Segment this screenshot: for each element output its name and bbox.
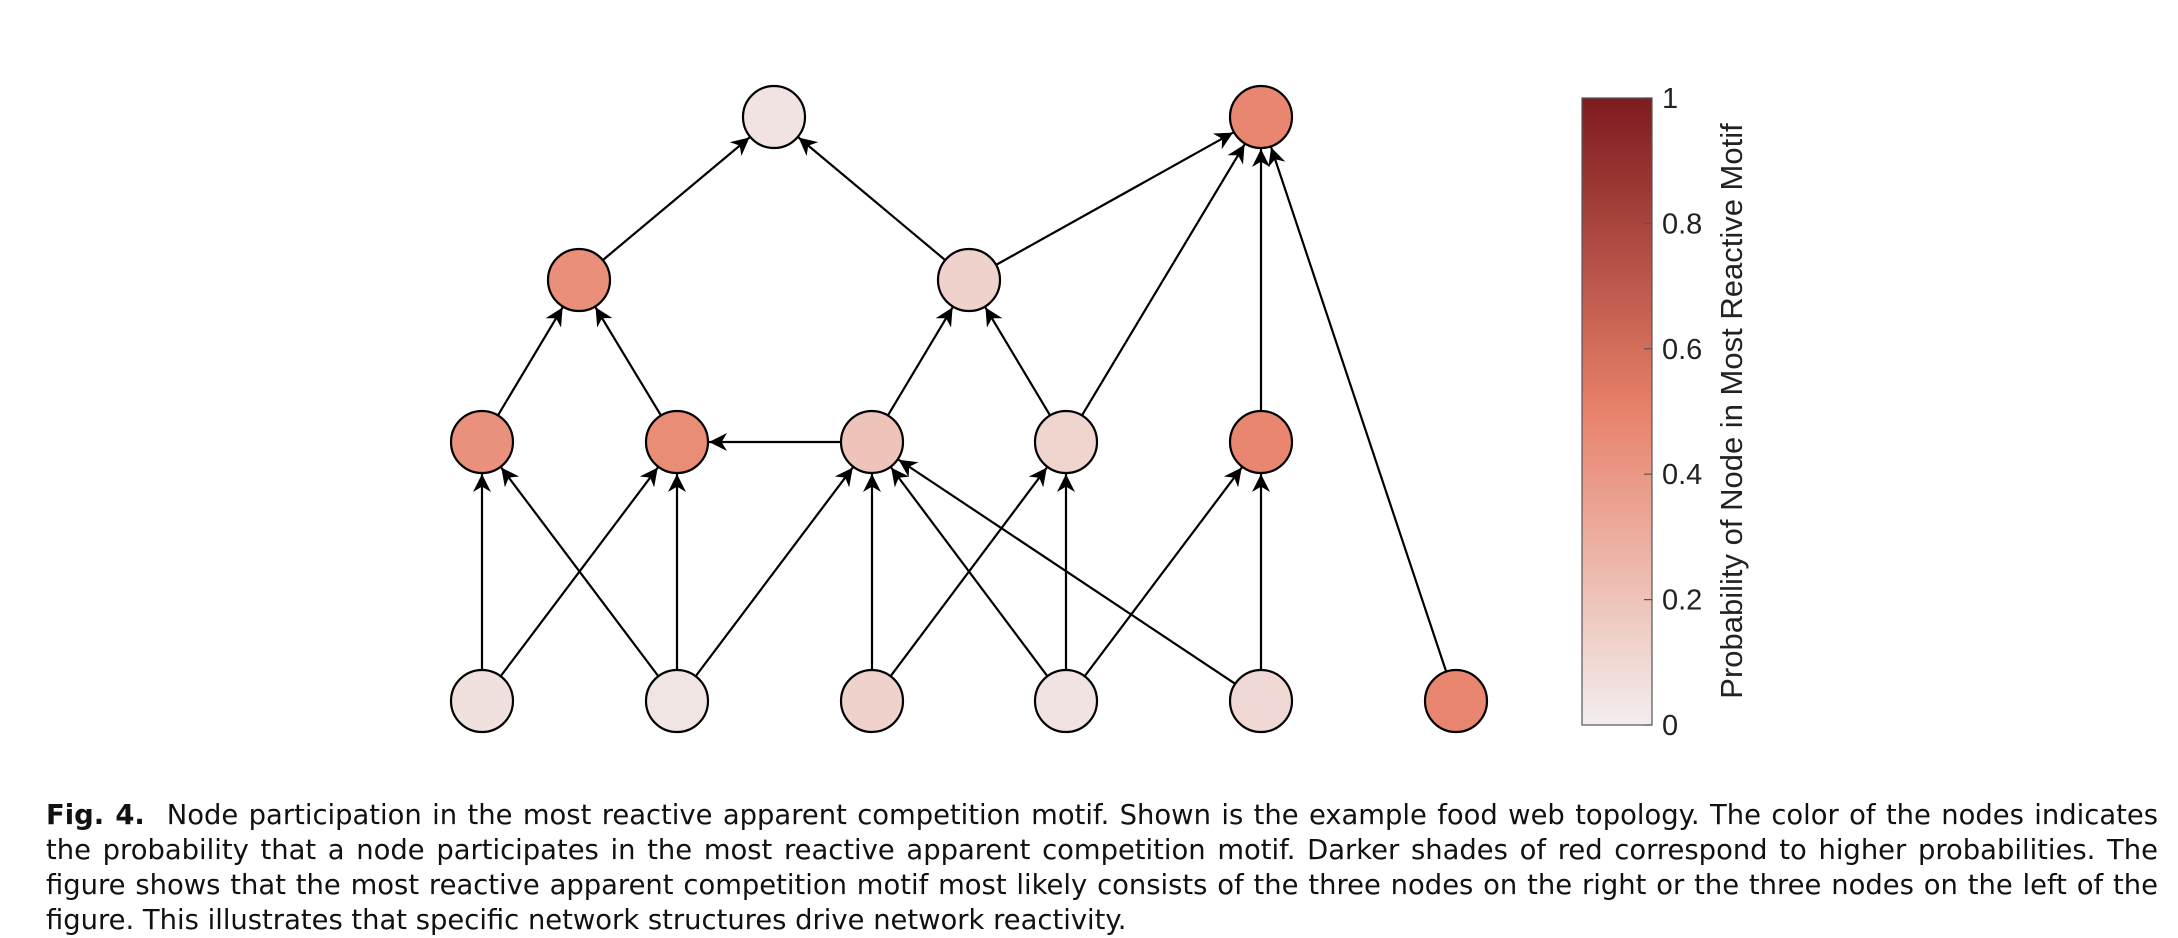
edge-l3d-to-l2c (890, 466, 1049, 677)
edge-l3b-to-l2c (694, 466, 854, 677)
node-l2c (839, 409, 905, 475)
node-l3c (839, 668, 905, 734)
node-l3b (644, 668, 710, 734)
colorbar-gradient (1581, 97, 1653, 726)
edge-l3d-to-l2e (1083, 466, 1243, 677)
node-l3a (449, 668, 515, 734)
colorbar-label: Probability of Node in Most Reactive Mot… (1714, 123, 1749, 699)
node-l0a (741, 84, 807, 150)
colorbar: 0 0.2 0.4 0.6 0.8 1 Probability of Node in Mo… (1581, 83, 1749, 742)
colorbar-tick-label: 1 (1662, 83, 1678, 115)
network-edges (473, 131, 1448, 685)
figure-caption: Fig. 4.Node participation in the most re… (46, 798, 2158, 938)
edge-l2c-to-l1b (886, 306, 954, 416)
colorbar-tick-label: 0.8 (1662, 208, 1702, 240)
node-l3d (1033, 668, 1099, 734)
network-nodes (449, 84, 1489, 734)
caption-text: Node participation in the most reactive … (46, 800, 2158, 936)
edge-l2d-to-l0b (1081, 143, 1246, 416)
colorbar-tick-label: 0.2 (1662, 585, 1702, 617)
node-l3f (1423, 668, 1489, 734)
edge-l1b-to-l0a (797, 136, 946, 261)
edge-l2a-to-l1a (496, 306, 564, 416)
edge-l2d-to-l1b (984, 306, 1052, 416)
edge-l1a-to-l0a (602, 136, 751, 261)
edge-l3b-to-l2a (500, 466, 660, 677)
edge-l2b-to-l1a (594, 306, 662, 417)
food-web-figure: 0 0.2 0.4 0.6 0.8 1 Probability of Node in Mo… (449, 83, 1749, 742)
node-l0b (1228, 84, 1294, 150)
edge-l1b-to-l0b (995, 131, 1234, 266)
node-l1a (546, 247, 612, 313)
colorbar-tick-label: 0.6 (1662, 334, 1702, 366)
node-l2e (1228, 409, 1294, 475)
edge-l3f-to-l0b (1268, 147, 1448, 672)
colorbar-tick-label: 0.4 (1662, 459, 1702, 491)
node-l2d (1033, 409, 1099, 475)
edge-l3e-to-l2c (898, 458, 1236, 685)
colorbar-tick-label: 0 (1662, 710, 1678, 742)
node-l2b (644, 409, 710, 475)
colorbar-ticks: 0 0.2 0.4 0.6 0.8 1 (1644, 83, 1702, 742)
node-l2a (449, 409, 515, 475)
node-l1b (936, 247, 1002, 313)
node-l3e (1228, 668, 1294, 734)
caption-label: Fig. 4. (46, 800, 145, 831)
